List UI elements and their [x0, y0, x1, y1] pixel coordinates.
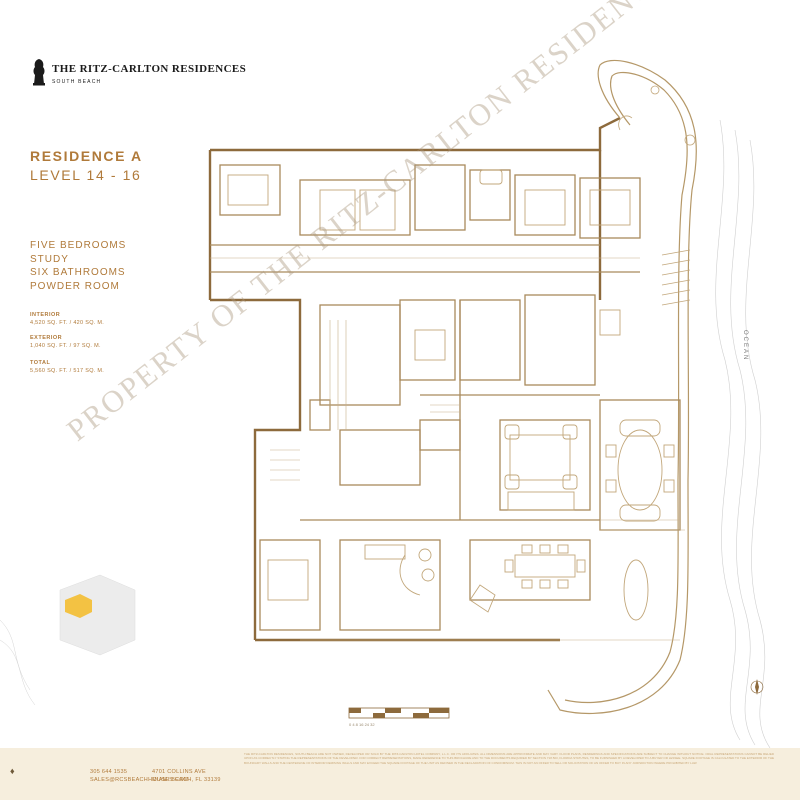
footer-email[interactable]: SALES@RCSBEACHHOUSES.COM	[90, 777, 189, 783]
footer-contact: 305 644 1535 SALES@RCSBEACHHOUSES.COM	[90, 768, 189, 784]
terrace	[547, 59, 697, 715]
scale-bar	[348, 707, 450, 719]
residence-level: LEVEL 14 - 16	[30, 167, 142, 183]
legal-disclaimer: THE RITZ-CARLTON RESIDENCES, SOUTH BEACH…	[244, 752, 774, 765]
room-item: STUDY	[30, 253, 69, 265]
furniture-living	[364, 169, 675, 621]
room-list: FIVE BEDROOMS STUDY SIX BATHROOMS POWDER…	[30, 239, 126, 293]
interior-value: 4,520 SQ. FT. / 420 SQ. M.	[30, 320, 105, 326]
interior-walls	[210, 164, 681, 641]
footer-bar	[0, 748, 800, 800]
footer-phone[interactable]: 305 644 1535	[90, 769, 128, 775]
key-plan-icon	[59, 574, 136, 656]
stair-lines	[210, 257, 685, 641]
furniture-beds	[227, 174, 631, 601]
footer-logo-text: ♦	[10, 766, 15, 776]
ocean-label: OCEAN	[742, 330, 748, 362]
terrace-loungers	[618, 85, 696, 306]
exterior-value: 1,040 SQ. FT. / 97 SQ. M.	[30, 343, 101, 349]
scale-labels: 0 4 8 16 24 32	[349, 722, 375, 727]
compass-icon	[750, 679, 764, 695]
lion-crest-logo-icon	[33, 59, 45, 86]
footer-address: 4701 COLLINS AVE MIAMI BEACH, FL 33139	[152, 768, 221, 784]
brand-name: THE RITZ-CARLTON RESIDENCES	[52, 63, 247, 75]
exterior-label: EXTERIOR	[30, 335, 63, 341]
room-item: POWDER ROOM	[30, 280, 120, 292]
total-value: 5,560 SQ. FT. / 517 SQ. M.	[30, 368, 105, 374]
total-label: TOTAL	[30, 360, 51, 366]
residence-title: RESIDENCE A	[30, 148, 143, 164]
room-item: FIVE BEDROOMS	[30, 240, 127, 251]
room-item: SIX BATHROOMS	[30, 267, 126, 278]
interior-label: INTERIOR	[30, 312, 61, 318]
ocean-waves	[715, 119, 771, 749]
footer-address-line2: MIAMI BEACH, FL 33139	[152, 777, 221, 783]
brand-subtitle: SOUTH BEACH	[52, 79, 102, 85]
footer-address-line1: 4701 COLLINS AVE	[152, 769, 206, 775]
